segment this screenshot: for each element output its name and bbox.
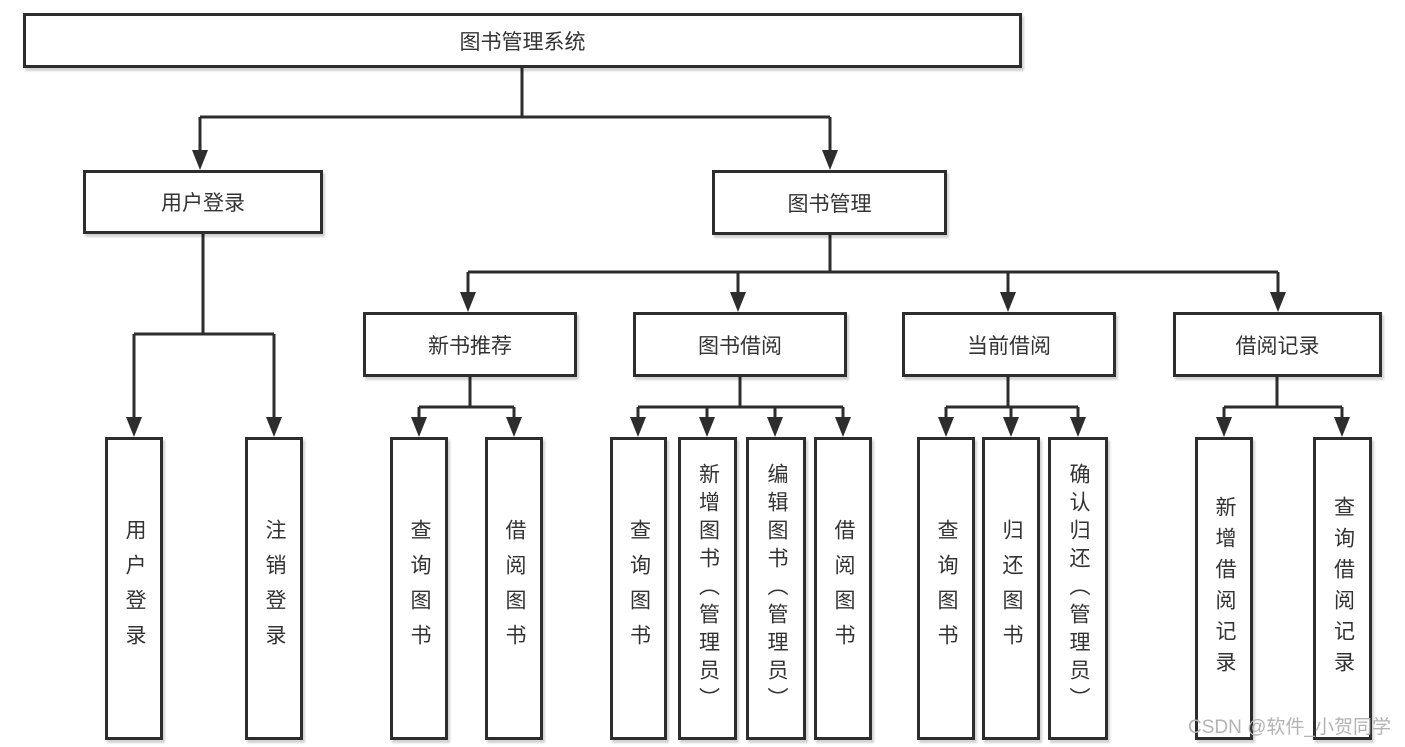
node-current-borrowing: 当前借阅	[902, 312, 1116, 377]
leaf-add-books-admin: 新增图书（管理员）	[678, 437, 737, 740]
leaf-borrow-books-recommend: 借阅图书	[485, 437, 543, 740]
leaf-edit-books-admin: 编辑图书（管理员）	[746, 437, 806, 740]
node-new-book-recommendation: 新书推荐	[363, 312, 577, 377]
leaf-borrow-books: 借阅图书	[814, 437, 872, 740]
leaf-query-books-borrow: 查询图书	[610, 437, 667, 740]
leaf-query-borrow-record: 查询借阅记录	[1313, 437, 1372, 740]
csdn-watermark: CSDN @软件_小贺同学	[1188, 717, 1391, 738]
node-book-management: 图书管理	[712, 170, 947, 235]
node-book-borrowing: 图书借阅	[633, 312, 847, 377]
leaf-user-login: 用户登录	[105, 437, 163, 740]
leaf-add-borrow-record: 新增借阅记录	[1195, 437, 1253, 740]
leaf-query-books-recommend: 查询图书	[390, 437, 448, 740]
leaf-logout: 注销登录	[245, 437, 303, 740]
node-user-login: 用户登录	[83, 170, 323, 234]
leaf-confirm-return-admin: 确认归还（管理员）	[1048, 437, 1108, 740]
node-borrowing-records: 借阅记录	[1173, 312, 1382, 377]
arrowheads	[126, 150, 1350, 437]
leaf-return-books: 归还图书	[982, 437, 1040, 740]
node-library-management-system: 图书管理系统	[23, 13, 1022, 68]
leaf-query-books-current: 查询图书	[917, 437, 975, 740]
